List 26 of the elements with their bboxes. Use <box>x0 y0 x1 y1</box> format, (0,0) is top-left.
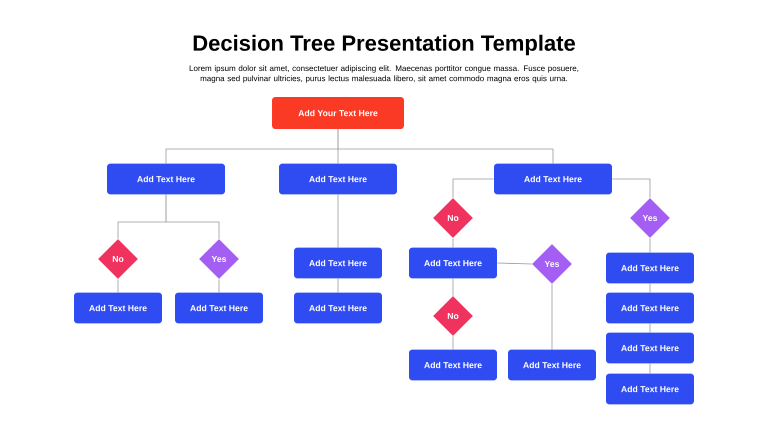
connector-line <box>166 194 220 240</box>
start-box: Add Your Text Here <box>272 97 404 129</box>
connector-line <box>218 278 220 293</box>
process-box: Add Text Here <box>494 164 612 194</box>
process-box: Add Text Here <box>606 332 694 364</box>
process-box: Add Text Here <box>508 350 596 380</box>
process-box: Add Text Here <box>606 374 694 404</box>
process-box: Add Text Here <box>606 252 694 284</box>
connector-line <box>452 278 454 296</box>
connector-line <box>452 336 454 350</box>
process-box: Add Text Here <box>74 292 162 324</box>
connector-line <box>452 238 454 248</box>
process-box: Add Text Here <box>294 248 382 278</box>
process-box: Add Text Here <box>107 164 225 194</box>
process-box: Add Text Here <box>279 164 397 194</box>
process-box: Add Text Here <box>294 292 382 324</box>
process-box: Add Text Here <box>606 292 694 324</box>
process-box: Add Text Here <box>409 350 497 380</box>
connector-line <box>338 128 554 164</box>
title: Decision Tree Presentation Template <box>194 34 575 56</box>
process-box: Add Text Here <box>409 248 497 278</box>
subtitle: Lorem ipsum dolor sit amet, consectetuer adipiscing elit. Maecenas porttitor congue massa. Fusce posuere, magna sed pulvinar ultricies, purus lectus malesuada libero, sit amet commodo magna eros quis urna. <box>190 65 578 83</box>
connector-line <box>452 178 494 198</box>
connector-line <box>612 178 650 198</box>
connector-line <box>496 262 532 264</box>
process-box: Add Text Here <box>175 292 263 324</box>
